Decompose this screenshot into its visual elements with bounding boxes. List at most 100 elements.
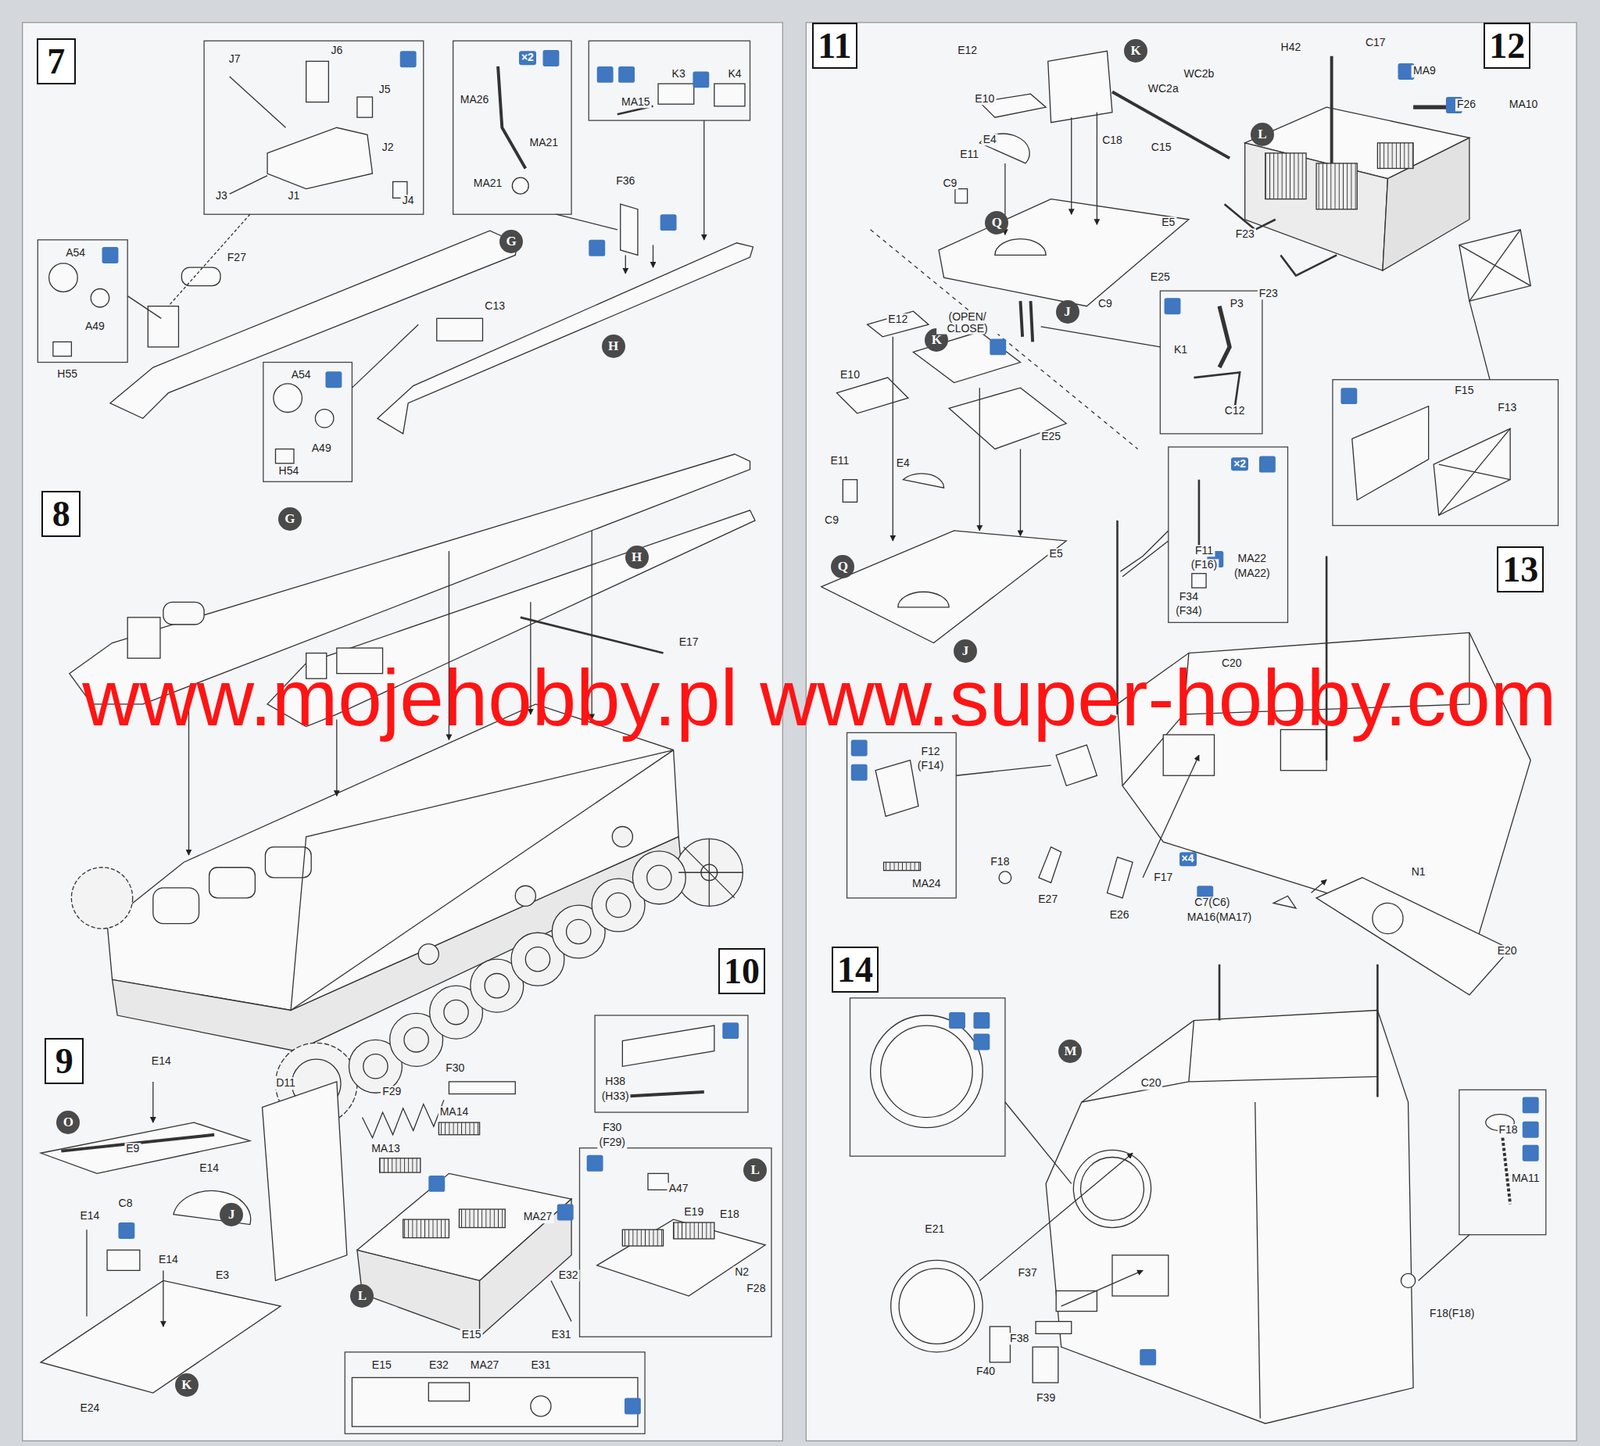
part-number: (F29) [597, 1136, 627, 1149]
part-number: F11 [1193, 544, 1215, 557]
step-number-box: 14 [831, 946, 879, 993]
part-number: H55 [55, 368, 79, 380]
part-number: E15 [370, 1359, 394, 1371]
part-number: E5 [1159, 216, 1177, 229]
node-text: 13 [1502, 548, 1539, 591]
part-number: E14 [197, 1162, 221, 1175]
part-number: E32 [427, 1359, 451, 1371]
part-number: D11 [274, 1077, 298, 1090]
step-number-box: 9 [44, 1038, 84, 1085]
part-number: J2 [380, 142, 396, 154]
part-number: MA10 [1507, 99, 1540, 111]
part-number: N2 [733, 1266, 751, 1278]
part-number: MA27 [522, 1211, 555, 1224]
part-number: E21 [923, 1223, 946, 1235]
part-number: K3 [670, 68, 688, 81]
node-text: L [357, 1288, 367, 1304]
node-text: 14 [837, 948, 874, 991]
node-text: Q [991, 214, 1003, 231]
part-number: F29 [380, 1085, 403, 1098]
part-number: E24 [78, 1402, 101, 1414]
part-number: C8 [117, 1198, 135, 1210]
part-number: F13 [1496, 401, 1518, 414]
part-number: J7 [227, 53, 243, 65]
part-number: C7(C6) [1192, 897, 1232, 910]
step-number-box: 7 [36, 38, 76, 85]
part-number: F30 [601, 1121, 623, 1134]
part-number: MA11 [1510, 1172, 1542, 1185]
quantity-badge: ×2 [519, 51, 537, 65]
subassembly-letter: J [219, 1202, 244, 1227]
part-number: MA24 [910, 877, 943, 890]
part-number: E12 [955, 45, 979, 58]
part-number: F39 [1034, 1392, 1057, 1404]
part-number: C18 [1100, 134, 1124, 147]
part-number: (H33) [600, 1091, 631, 1103]
part-number: H38 [603, 1075, 627, 1088]
part-number: F34 [1177, 590, 1200, 603]
part-number: F30 [443, 1062, 466, 1074]
node-text: G [505, 233, 516, 250]
step-number-box: 13 [1496, 546, 1544, 593]
subassembly-letter: Q [984, 211, 1009, 235]
part-number: WC2b [1181, 68, 1216, 81]
part-number: F38 [1008, 1332, 1031, 1345]
part-number: F12 [919, 745, 942, 758]
part-number: E9 [124, 1142, 141, 1155]
part-number: E15 [460, 1328, 484, 1341]
node-text: Q [837, 558, 849, 575]
node-text: G [284, 511, 295, 527]
part-number: P3 [1228, 297, 1246, 310]
part-number: E11 [828, 454, 851, 467]
part-number: MA22 [1236, 553, 1269, 566]
part-number: A54 [64, 246, 87, 259]
part-number: F36 [614, 175, 637, 188]
part-number: E17 [677, 637, 701, 649]
part-number: MA21 [528, 136, 561, 149]
part-number: E32 [557, 1269, 580, 1282]
node-text: H [608, 338, 619, 355]
part-number: N1 [1410, 866, 1428, 878]
part-number: E19 [682, 1206, 706, 1218]
part-number: C20 [1139, 1077, 1164, 1090]
part-number: MA9 [1411, 65, 1438, 78]
part-number: C13 [483, 300, 507, 312]
step-number-box: 10 [718, 948, 766, 995]
part-number: E14 [78, 1209, 101, 1222]
node-text: L [1257, 126, 1267, 143]
part-number: C15 [1149, 142, 1174, 154]
part-number: E27 [1036, 894, 1060, 906]
part-number: E26 [1108, 909, 1132, 921]
node-text: H [631, 549, 642, 566]
part-number: K4 [726, 68, 743, 81]
part-number: E10 [973, 93, 996, 105]
part-number: MA27 [468, 1359, 502, 1371]
node-text: 11 [817, 25, 852, 67]
part-number: F18(F18) [1428, 1308, 1477, 1321]
part-number: E31 [550, 1328, 573, 1341]
part-number: MA15 [619, 96, 652, 108]
subassembly-letter: K [175, 1373, 199, 1397]
part-number: H42 [1279, 42, 1303, 54]
part-number: E18 [718, 1208, 741, 1221]
part-number: F27 [225, 252, 248, 265]
node-text: L [750, 1162, 759, 1178]
part-number: (F34) [1174, 604, 1203, 617]
step-number-box: 11 [812, 22, 857, 69]
part-number: F15 [1453, 384, 1475, 397]
part-number: A49 [310, 443, 333, 455]
part-number: E20 [1496, 944, 1519, 957]
step-number-box: 8 [41, 490, 81, 537]
part-number: E5 [1048, 547, 1065, 560]
part-number: A54 [289, 369, 313, 382]
node-text: K [181, 1377, 192, 1393]
quantity-badge: ×4 [1179, 852, 1197, 867]
part-number: MA26 [458, 93, 491, 106]
node-text: 12 [1489, 25, 1525, 67]
node-text: 10 [723, 950, 760, 992]
part-number: J5 [377, 83, 393, 96]
part-number: C17 [1363, 36, 1388, 49]
part-number: C9 [941, 177, 959, 190]
subassembly-letter: L [1250, 122, 1275, 147]
